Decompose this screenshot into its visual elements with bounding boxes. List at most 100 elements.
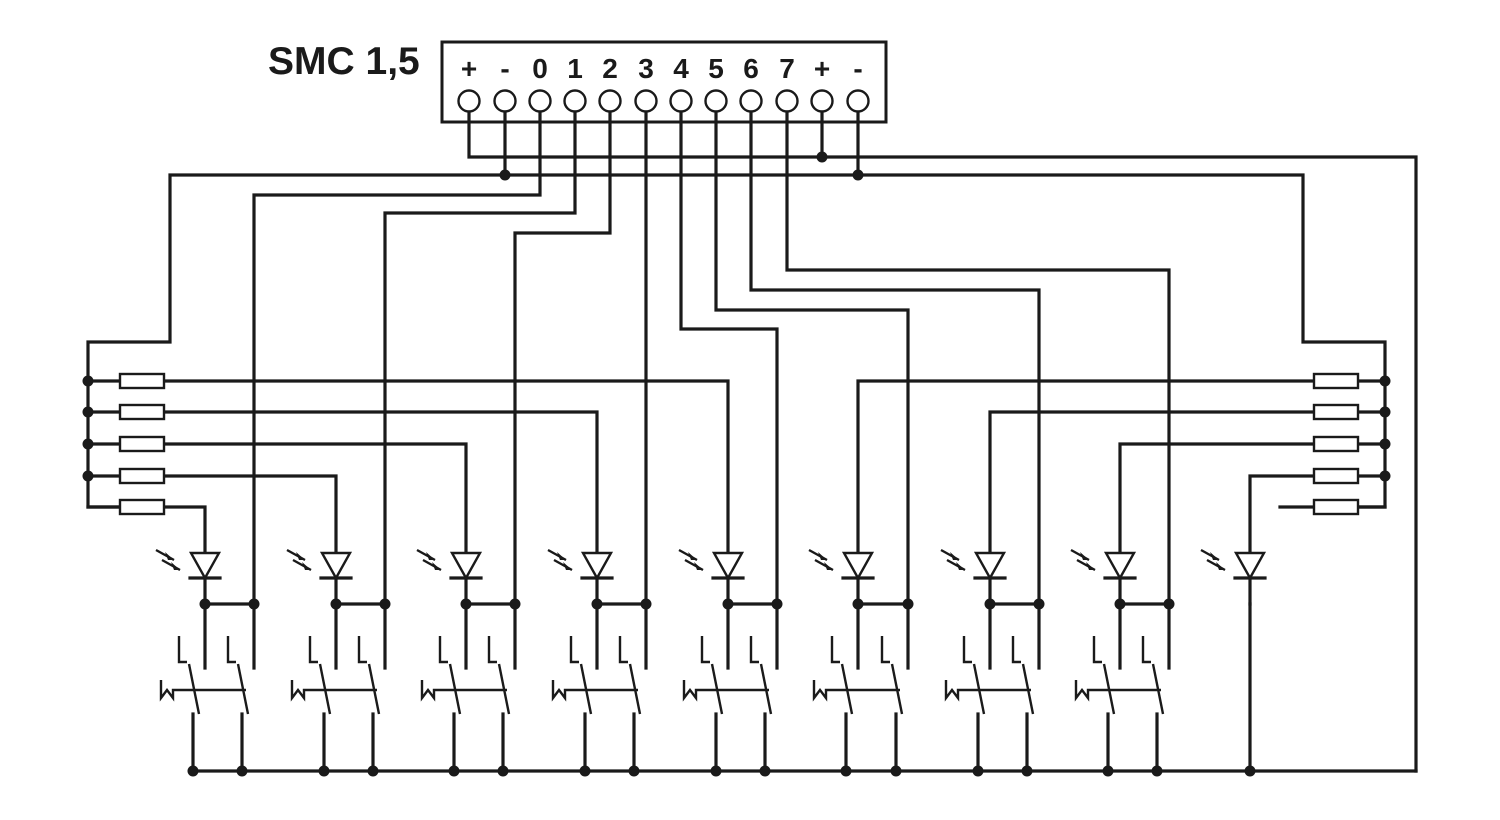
- terminal-label: 1: [567, 53, 583, 84]
- led-icon: [1103, 551, 1137, 581]
- junction-dot-icon: [852, 169, 864, 181]
- junction-dot-icon: [82, 438, 94, 450]
- resistor-icon: [118, 435, 166, 453]
- terminal-icon: [528, 89, 552, 113]
- terminal-icon: [669, 89, 693, 113]
- junction-dot-icon: [640, 598, 652, 610]
- junction-dot-icon: [497, 765, 509, 777]
- terminal-label: 2: [602, 53, 618, 84]
- junction-dot-icon: [82, 470, 94, 482]
- terminal-icon: [704, 89, 728, 113]
- arrow-head: [171, 562, 180, 570]
- contact-hook: [438, 636, 448, 664]
- plus-common-wire: [467, 110, 1418, 773]
- resistor-icon: [1312, 435, 1360, 453]
- arrow-head: [1080, 552, 1089, 560]
- led-icon: [711, 551, 745, 581]
- junction-dot-icon: [236, 765, 248, 777]
- contact-hook: [880, 636, 890, 664]
- terminal-icon: [563, 89, 587, 113]
- actuator-link: [551, 680, 638, 702]
- components: [82, 89, 1391, 777]
- actuator-link: [420, 680, 507, 702]
- terminal-icon: [846, 89, 870, 113]
- junction-dot-icon: [771, 598, 783, 610]
- junction-dot-icon: [902, 598, 914, 610]
- junction-dot-icon: [1021, 765, 1033, 777]
- junction-dot-icon: [448, 765, 460, 777]
- arrow-head: [563, 562, 572, 570]
- terminal-icon: [493, 89, 517, 113]
- actuator-link: [682, 680, 769, 702]
- signal-wire-7: [785, 110, 1171, 670]
- minus-common-wire-left: [86, 173, 507, 509]
- contact-hook: [830, 636, 840, 664]
- led-feed-7: [1118, 442, 1316, 554]
- junction-dot-icon: [579, 765, 591, 777]
- terminal-icon: [598, 89, 622, 113]
- led-icon: [319, 551, 353, 581]
- resistor-icon: [118, 498, 166, 516]
- led-feed-6: [988, 410, 1316, 554]
- junction-dot-icon: [972, 765, 984, 777]
- terminal-icon: [810, 89, 834, 113]
- arrow-head: [688, 552, 697, 560]
- arrow-head: [432, 562, 441, 570]
- terminal-label: +: [814, 53, 830, 84]
- junction-dot-icon: [199, 598, 211, 610]
- resistor-icon: [118, 372, 166, 390]
- junction-dot-icon: [840, 765, 852, 777]
- terminal-icon: [634, 89, 658, 113]
- arrow-head: [1210, 552, 1219, 560]
- arrow-head: [694, 562, 703, 570]
- junction-dot-icon: [509, 598, 521, 610]
- junction-dot-icon: [367, 765, 379, 777]
- arrow-head: [302, 562, 311, 570]
- signal-wire-5: [714, 110, 910, 670]
- arrow-head: [956, 562, 965, 570]
- junction-dot-icon: [759, 765, 771, 777]
- junction-dot-icon: [187, 765, 199, 777]
- junction-dot-icon: [82, 375, 94, 387]
- resistor-icon: [118, 467, 166, 485]
- contact-hook: [569, 636, 579, 664]
- resistor-icon: [1312, 498, 1360, 516]
- resistor-icon: [1312, 403, 1360, 421]
- led-feed-3: [162, 410, 599, 554]
- terminal-label: -: [500, 53, 509, 84]
- arrow-head: [950, 552, 959, 560]
- arrow-head: [165, 552, 174, 560]
- contact-hook: [1092, 636, 1102, 664]
- led-icon: [841, 551, 875, 581]
- junction-dot-icon: [710, 765, 722, 777]
- junction-dot-icon: [1102, 765, 1114, 777]
- arrow-head: [557, 552, 566, 560]
- terminal-icon: [457, 89, 481, 113]
- contact-hook: [749, 636, 759, 664]
- minus-common-wire-right: [503, 110, 1387, 509]
- junction-dot-icon: [1379, 406, 1391, 418]
- arrow-head: [1086, 562, 1095, 570]
- contact-hook: [357, 636, 367, 664]
- actuator-link: [944, 680, 1031, 702]
- resistor-icon: [1312, 467, 1360, 485]
- signal-wire-0: [252, 110, 542, 670]
- contact-hook: [1011, 636, 1021, 664]
- junction-dot-icon: [1151, 765, 1163, 777]
- contact-hook: [618, 636, 628, 664]
- contact-hook: [1141, 636, 1151, 664]
- terminal-label: 5: [708, 53, 724, 84]
- junction-dot-icon: [1379, 438, 1391, 450]
- actuator-link: [1074, 680, 1161, 702]
- led-feed-4: [162, 379, 730, 554]
- arrow-head: [296, 552, 305, 560]
- contact-hook: [177, 636, 187, 664]
- junction-dot-icon: [82, 406, 94, 418]
- actuator-link: [159, 680, 246, 702]
- signal-wire-1: [383, 110, 577, 670]
- led-feed-power: [1248, 474, 1316, 554]
- led-icon: [973, 551, 1007, 581]
- junction-dot-icon: [1033, 598, 1045, 610]
- junction-dot-icon: [1163, 598, 1175, 610]
- junction-dot-icon: [852, 598, 864, 610]
